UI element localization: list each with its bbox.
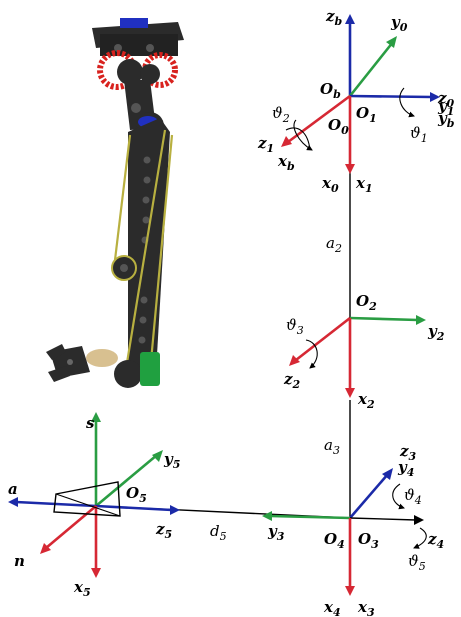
- label-z-0: z0: [437, 89, 455, 110]
- label-y-b: yb: [437, 109, 455, 130]
- z-3-line: [349, 517, 417, 521]
- label-n: n: [14, 552, 25, 570]
- label-z-3: z3: [399, 442, 417, 463]
- a-axis: [15, 500, 97, 508]
- label-d5: d5: [210, 522, 227, 543]
- label-z-1: z1: [257, 134, 274, 155]
- label-x-5: x5: [73, 578, 91, 599]
- label-theta2: ϑ2: [272, 104, 290, 125]
- label-y-4: y4: [397, 458, 414, 479]
- label-theta1: ϑ1: [410, 124, 428, 145]
- label-a3: a3: [324, 436, 340, 457]
- theta3-arrow: [305, 339, 318, 369]
- label-z-4: z4: [427, 530, 444, 551]
- theta5-arrow: [413, 527, 427, 549]
- label-x-4: x4: [323, 598, 341, 617]
- label-O-1: O1: [356, 104, 377, 125]
- label-x-0: x0: [321, 174, 339, 195]
- robot-belt-2: [123, 129, 167, 376]
- label-x-3: x3: [357, 598, 375, 617]
- label-y-3: y3: [267, 522, 285, 543]
- robot-belt-1: [113, 134, 132, 261]
- robot-blue-cap: [120, 18, 148, 28]
- frame-2-axes: [289, 315, 426, 398]
- n-axis: [45, 505, 97, 549]
- label-x-2: x2: [357, 390, 375, 411]
- y-3-axis: [269, 514, 351, 520]
- label-a: a: [8, 480, 18, 498]
- label-theta5: ϑ5: [408, 552, 426, 573]
- y-0-axis: [348, 41, 395, 97]
- label-O-2: O2: [356, 292, 377, 313]
- z-2-axis: [295, 316, 351, 362]
- label-y-5: y5: [163, 450, 180, 471]
- label-O-0: O0: [328, 116, 349, 137]
- frame-b-axes: [281, 14, 440, 174]
- label-x-b: xb: [277, 152, 295, 173]
- z-5-axis: [95, 504, 173, 512]
- theta4-arrow: [392, 483, 405, 510]
- label-a2: a2: [326, 234, 342, 255]
- label-y-0: y0: [390, 13, 408, 34]
- label-z-5: z5: [155, 520, 172, 541]
- z-0-axis: [349, 94, 433, 99]
- label-theta3: ϑ3: [286, 316, 304, 337]
- y-5-axis: [95, 454, 158, 507]
- label-s: s: [86, 414, 95, 432]
- robot-base-box: [100, 34, 178, 56]
- y-4-axis: [349, 473, 389, 519]
- y-2-axis: [349, 316, 419, 322]
- label-O-3: O3: [358, 530, 379, 551]
- robot-arm-illustration: [46, 18, 184, 388]
- z-1-axis: [287, 94, 351, 144]
- label-O-5: O5: [126, 484, 147, 505]
- labels: zb y0 Ob O1 O0 y1 z0 yb ϑ1 ϑ2 z1 xb x0 x…: [8, 7, 455, 617]
- robot-wrist-joint: [114, 360, 142, 388]
- robot-belt-3: [148, 134, 174, 373]
- robot-main-link: [128, 118, 170, 372]
- gripper-triangle: [53, 481, 121, 517]
- label-theta4: ϑ4: [404, 486, 422, 507]
- label-z-2: z2: [283, 370, 301, 391]
- label-y-2: y2: [427, 322, 445, 343]
- frame-3-4-axes: [262, 468, 427, 596]
- theta1-arrow: [399, 87, 415, 118]
- label-y-1: y1: [437, 97, 454, 118]
- robot-green-block: [140, 352, 160, 386]
- label-O-b: Ob: [320, 80, 341, 101]
- robot-tan-part: [86, 349, 118, 367]
- label-O-4: O4: [324, 530, 345, 551]
- label-x-1: x1: [355, 174, 373, 195]
- theta2-arrow: [293, 119, 313, 151]
- label-z-b: zb: [325, 7, 343, 28]
- frame-5-axes: [8, 412, 180, 578]
